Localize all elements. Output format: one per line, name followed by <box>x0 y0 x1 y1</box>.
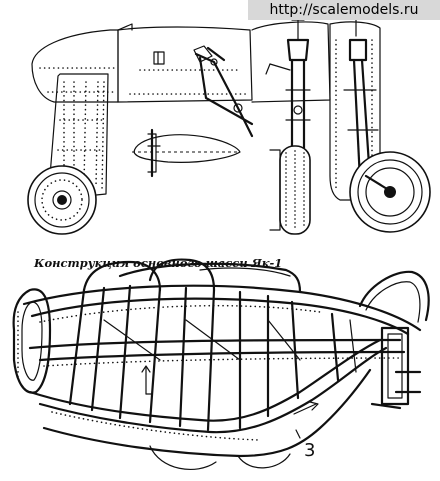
main-wheel-left <box>27 165 97 235</box>
main-wheel-right <box>349 151 431 233</box>
wheel-front-view <box>269 145 311 235</box>
retraction-mechanism-view <box>117 23 254 138</box>
diagram-caption: Конструкция основного шасси Як-1 <box>34 256 283 270</box>
watermark: http://scalemodels.ru <box>248 0 440 20</box>
callout-label: 3 <box>304 440 315 461</box>
airfoil-section-detail <box>132 128 241 178</box>
gear-front-view <box>251 17 331 152</box>
wheel-well-frame <box>12 258 430 470</box>
